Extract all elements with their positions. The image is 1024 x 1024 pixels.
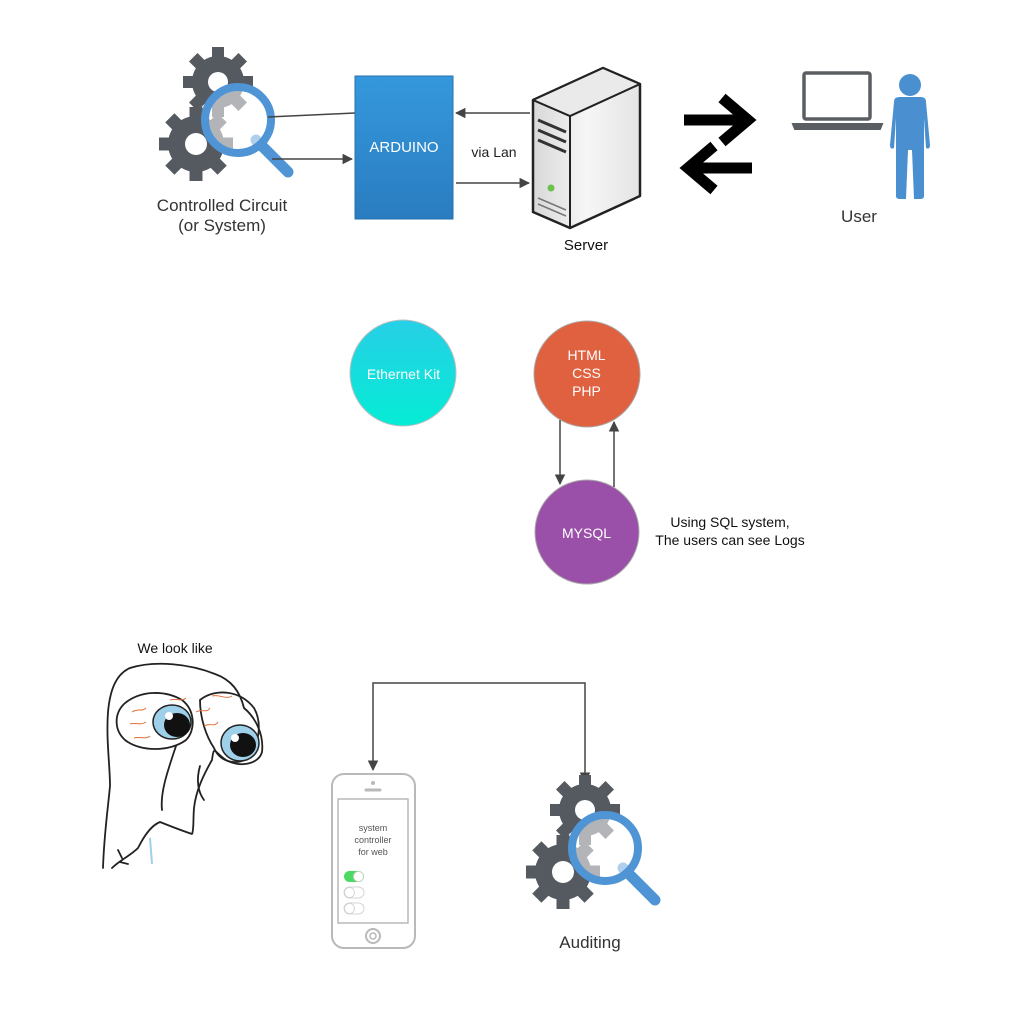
phone-screen-line-3: for web [358,847,388,857]
user-person-icon [890,74,930,199]
auditing-icon [526,775,655,909]
ethernet-kit-circle [349,319,457,427]
phone-screen-line-2: controller [354,835,392,845]
controlled-circuit-title: Controlled Circuit [156,196,288,215]
meme-face-blush-lines [129,695,233,739]
web-stack-line-php: PHP [572,383,601,399]
we-look-like-label: We look like [137,640,213,656]
user-label: User [841,207,877,226]
server-label: Server [563,237,609,254]
phone-toggle-off-1[interactable] [343,886,365,899]
auditing-label: Auditing [559,933,621,952]
smartphone-icon [331,773,416,949]
laptop-icon [791,71,884,130]
sql-note: Using SQL system, The users can see Logs [640,513,820,549]
phone-toggle-off-2[interactable] [343,902,365,915]
circuit-to-arduino-line [267,112,356,118]
arduino-label: ARDUINO [369,139,439,156]
meme-face-drawing [102,662,264,869]
web-stack-line-css: CSS [572,365,601,381]
arduino-box [354,75,454,220]
sql-note-line-2: The users can see Logs [655,532,805,548]
phone-auditing-connector [367,682,591,784]
mysql-circle [534,479,640,585]
phone-screen-text: system controller for web [343,822,403,858]
meme-face-eyes [152,704,260,762]
ethernet-kit-label: Ethernet Kit [366,366,441,382]
controlled-circuit-subtitle: (or System) [178,216,266,236]
web-stack-circle [533,320,641,428]
meme-tear [149,837,153,865]
via-lan-label: via Lan [471,144,517,160]
phone-toggle-on[interactable] [344,871,364,882]
phone-screen-line-1: system [358,823,388,833]
bidirectional-arrows-icon [679,93,757,195]
sql-note-line-1: Using SQL system, [670,514,790,530]
controlled-circuit-icon [159,47,288,181]
mysql-label: MYSQL [561,525,611,541]
web-stack-label: HTML CSS PHP [533,346,640,400]
controlled-circuit-label: Controlled Circuit (or System) [132,196,312,237]
server-icon [531,66,642,230]
web-stack-line-html: HTML [567,347,606,363]
